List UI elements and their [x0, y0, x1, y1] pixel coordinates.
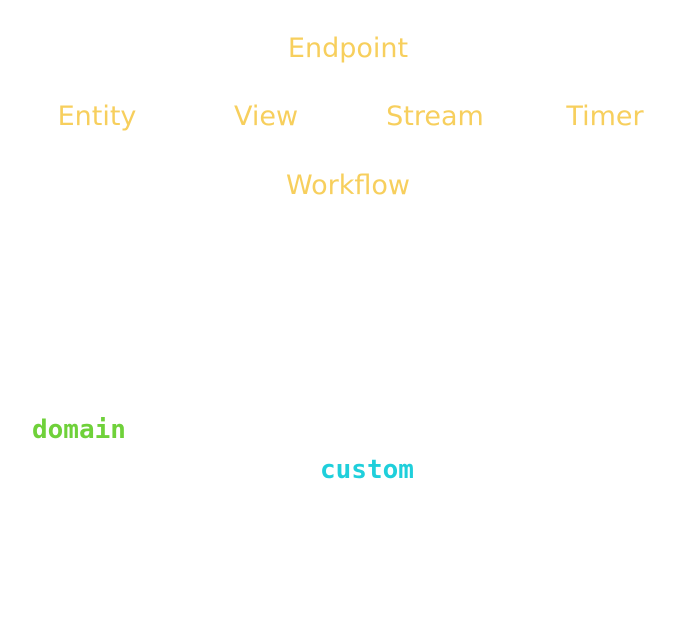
- entity-label: Entity: [57, 101, 137, 132]
- view-label: View: [233, 101, 299, 132]
- custom-label: custom: [320, 455, 414, 485]
- timer-label: Timer: [566, 101, 644, 132]
- domain-label: domain: [32, 415, 126, 445]
- endpoint-label: Endpoint: [287, 33, 409, 64]
- workflow-label: Workflow: [286, 170, 410, 201]
- stream-label: Stream: [386, 101, 484, 132]
